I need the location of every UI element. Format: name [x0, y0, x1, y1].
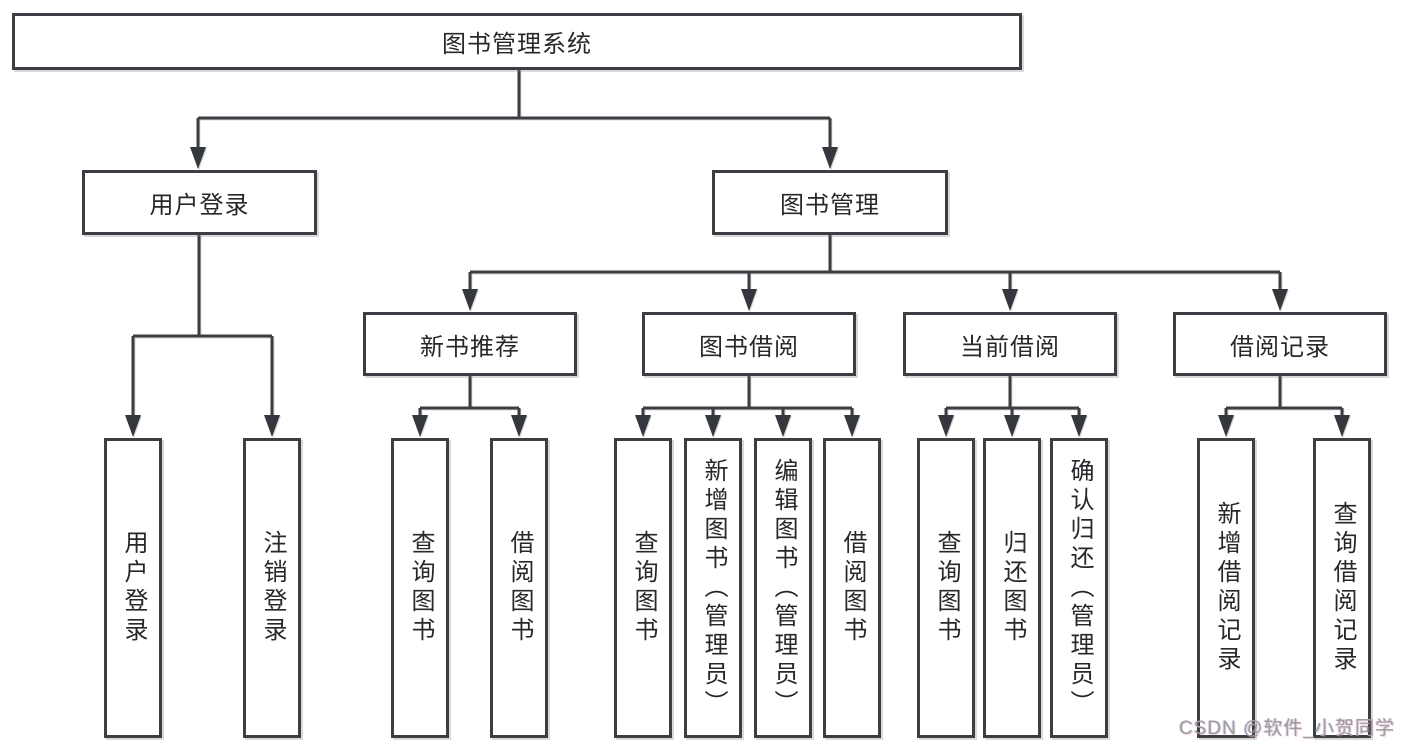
leaf-label: 编辑图书（管理员）	[770, 457, 797, 719]
arrowhead	[462, 289, 478, 311]
edge-new-book-branch	[418, 376, 521, 418]
edge-book-borrow-branch	[641, 376, 854, 418]
leaf-label: 借阅图书	[506, 530, 533, 646]
arrowhead	[775, 415, 791, 437]
leaf-add-books-admin: 新增图书（管理员）	[684, 438, 742, 738]
csdn-watermark: CSDN @软件_小贺同学	[1179, 718, 1395, 739]
leaf-add-borrow-record: 新增借阅记录	[1197, 438, 1255, 738]
arrowhead	[1272, 289, 1288, 311]
arrowhead	[822, 147, 838, 169]
edge-current-borrow-branch	[944, 376, 1081, 418]
arrowhead	[705, 415, 721, 437]
leaf-query-books-borrow: 查询图书	[614, 438, 672, 738]
edge-book-management-branch	[468, 235, 1282, 292]
arrowhead	[190, 147, 206, 169]
arrowhead	[938, 415, 954, 437]
leaf-label: 新增借阅记录	[1213, 501, 1240, 675]
node-label: 新书推荐	[420, 333, 520, 361]
leaf-user-login: 用户登录	[104, 438, 162, 738]
leaf-label: 查询图书	[407, 530, 434, 646]
arrowhead	[264, 415, 280, 437]
edge-borrow-records-branch	[1224, 376, 1344, 418]
arrowhead	[844, 415, 860, 437]
leaf-return-books: 归还图书	[983, 438, 1041, 738]
node-book-management: 图书管理	[712, 170, 948, 235]
edge-user-login-branch	[131, 235, 274, 418]
node-new-book-recommend: 新书推荐	[363, 312, 577, 376]
arrowhead	[635, 415, 651, 437]
leaf-label: 归还图书	[999, 530, 1026, 646]
leaf-edit-books-admin: 编辑图书（管理员）	[754, 438, 812, 738]
arrowhead	[412, 415, 428, 437]
leaf-label: 查询图书	[933, 530, 960, 646]
leaf-query-books-current: 查询图书	[917, 438, 975, 738]
leaf-confirm-return-admin: 确认归还（管理员）	[1050, 438, 1108, 738]
node-current-borrow: 当前借阅	[903, 312, 1117, 376]
node-label: 图书管理系统	[442, 31, 592, 58]
arrowhead	[1334, 415, 1350, 437]
leaf-label: 用户登录	[120, 530, 147, 646]
arrowhead	[1218, 415, 1234, 437]
arrowhead	[511, 415, 527, 437]
leaf-label: 查询图书	[630, 530, 657, 646]
node-label: 用户登录	[149, 192, 250, 219]
leaf-logout: 注销登录	[243, 438, 301, 738]
node-label: 当前借阅	[960, 333, 1060, 361]
arrowhead	[1004, 415, 1020, 437]
leaf-query-borrow-record: 查询借阅记录	[1313, 438, 1371, 738]
node-borrow-records: 借阅记录	[1173, 312, 1387, 376]
node-book-borrow: 图书借阅	[642, 312, 856, 376]
leaf-borrow-books-recommend: 借阅图书	[490, 438, 548, 738]
node-user-login: 用户登录	[82, 170, 317, 235]
node-label: 图书借阅	[699, 333, 799, 361]
leaf-query-books-recommend: 查询图书	[391, 438, 449, 738]
leaf-label: 查询借阅记录	[1329, 501, 1356, 675]
node-root-library-system: 图书管理系统	[12, 13, 1022, 70]
leaf-borrow-books: 借阅图书	[823, 438, 881, 738]
arrowhead	[741, 289, 757, 311]
leaf-label: 借阅图书	[839, 530, 866, 646]
arrowhead	[1002, 289, 1018, 311]
leaf-label: 注销登录	[259, 530, 286, 646]
arrowhead	[125, 415, 141, 437]
leaf-label: 确认归还（管理员）	[1066, 457, 1093, 719]
edge-root-to-level2	[196, 70, 832, 150]
node-label: 图书管理	[780, 192, 880, 219]
arrowhead	[1071, 415, 1087, 437]
leaf-label: 新增图书（管理员）	[700, 457, 727, 719]
node-label: 借阅记录	[1230, 333, 1330, 361]
